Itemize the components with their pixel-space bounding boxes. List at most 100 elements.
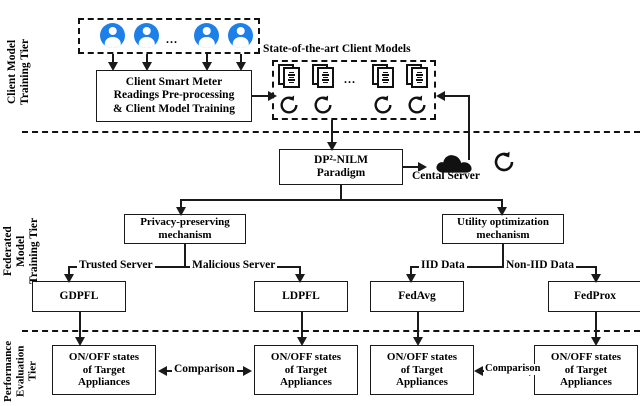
arrowhead-down [591,337,601,346]
privacy-split-bar [68,266,300,268]
result-box-fedavg[interactable]: ON/OFF states of Target Appliances [370,345,474,395]
comparison-label-privacy: Comparison [172,363,237,376]
paradigm-box[interactable]: DP²-NILM Paradigm [279,149,403,185]
tier-label-line: Client Model [6,39,18,105]
utility-mechanism-box[interactable]: Utility optimization mechanism [442,214,564,244]
arrowhead-right [418,162,427,172]
processing-line-3: & Client Model Training [113,102,235,115]
privacy-split-stem [184,244,186,266]
algorithm-box-ldpfl[interactable]: LDPFL [254,281,348,312]
tier-label-line: Model [14,235,27,267]
refresh-arrow-icon [408,95,426,114]
paradigm-line-1: DP²-NILM [314,153,368,166]
utility-line-2: mechanism [476,229,530,241]
tier-label-line: Training Tier [18,38,31,106]
arrowhead-down [75,337,85,346]
algorithm-box-gdpfl[interactable]: GDPFL [32,281,126,312]
doc-front-sheet [376,67,394,88]
arrowhead-right [243,366,252,376]
arrowhead-left [474,366,483,376]
person-icon [134,23,159,48]
branch-to-ldpfl-line [299,266,301,276]
clients-ellipsis: ... [166,32,178,46]
tier-label-line: Evaluation [14,345,27,397]
arrowhead-right [268,91,277,101]
result-line-2: of Target [82,363,126,376]
doc-front-sheet [410,67,428,88]
algorithm-label: FedProx [574,289,616,302]
algorithm-box-fedprox[interactable]: FedProx [548,281,640,312]
result-line-2: of Target [400,363,444,376]
result-line-1: ON/OFF states [68,351,140,364]
tier-label-line: Tier [26,361,39,381]
tier-label-federated-model-training: Federated Model Training Tier [2,196,50,306]
refresh-arrow-icon [494,151,514,172]
result-line-3: Appliances [78,376,130,389]
feedback-vertical-line [468,95,470,160]
paradigm-line-2: Paradigm [316,167,366,179]
arrowhead-down [413,337,423,346]
result-line-3: Appliances [396,376,448,389]
arrowhead-down [202,62,212,71]
paradigm-to-server-line [403,166,420,168]
arrowhead-down [327,142,337,151]
branch-to-privacy-line [180,199,182,209]
result-line-3: Appliances [560,376,612,389]
arrowhead-down [108,62,118,71]
paradigm-split-stem [340,185,342,199]
processing-line-1: Client Smart Meter [125,76,223,89]
arrowhead-down [64,274,74,283]
client-processing-box[interactable]: Client Smart Meter Readings Pre-processi… [96,70,252,122]
processing-line-2: Readings Pre-processing [113,89,235,102]
privacy-line-1: Privacy-preserving [140,216,230,229]
arrowhead-left [436,91,445,101]
processing-to-models-line [252,95,270,97]
arrowhead-down [236,62,246,71]
arrowhead-down [591,274,601,283]
arrowhead-left [158,366,167,376]
client-models-ellipsis: ... [344,72,356,86]
branch-to-utility-line [501,199,503,209]
utility-split-bar [410,266,596,268]
algorithm-label: GDPFL [59,289,99,302]
arrowhead-down [297,337,307,346]
document-stack-icon [372,64,394,88]
utility-split-stem [502,244,504,266]
algorithm-box-fedavg[interactable]: FedAvg [370,281,464,312]
result-line-1: ON/OFF states [270,351,342,364]
edge-label-iid-data: IID Data [419,259,467,272]
edge-label-non-iid-data: Non-IID Data [504,259,577,272]
models-to-paradigm-line [331,120,333,145]
doc-front-sheet [316,67,334,88]
client-feed-line [146,54,148,64]
feedback-horizontal-line [444,95,469,97]
cloud-icon [436,155,472,173]
branch-to-fedavg-line [410,266,412,276]
fedavg-to-result-line [417,312,419,340]
document-stack-icon [278,64,300,88]
tier-label-line: Training Tier [27,217,40,285]
privacy-mechanism-box[interactable]: Privacy-preserving mechanism [124,214,246,244]
client-feed-line [240,54,242,64]
result-line-2: of Target [284,363,328,376]
result-line-1: ON/OFF states [386,351,458,364]
person-icon [228,23,253,48]
client-feed-line [206,54,208,64]
tier-label-client-model-training: Client Model Training Tier [6,16,46,128]
client-models-title: State-of-the-art Client Models [263,43,411,56]
result-box-ldpfl[interactable]: ON/OFF states of Target Appliances [254,345,358,395]
doc-front-sheet [282,67,300,88]
result-box-gdpfl[interactable]: ON/OFF states of Target Appliances [52,345,156,395]
document-stack-icon [312,64,334,88]
refresh-arrow-icon [314,95,332,114]
result-line-1: ON/OFF states [550,351,622,364]
result-line-3: Appliances [280,376,332,389]
algorithm-label: FedAvg [398,289,436,302]
branch-to-gdpfl-line [68,266,70,276]
arrowhead-down [406,274,416,283]
result-box-fedprox[interactable]: ON/OFF states of Target Appliances [534,345,638,395]
person-icon [194,23,219,48]
person-icon [100,23,125,48]
result-line-2: of Target [564,363,608,376]
